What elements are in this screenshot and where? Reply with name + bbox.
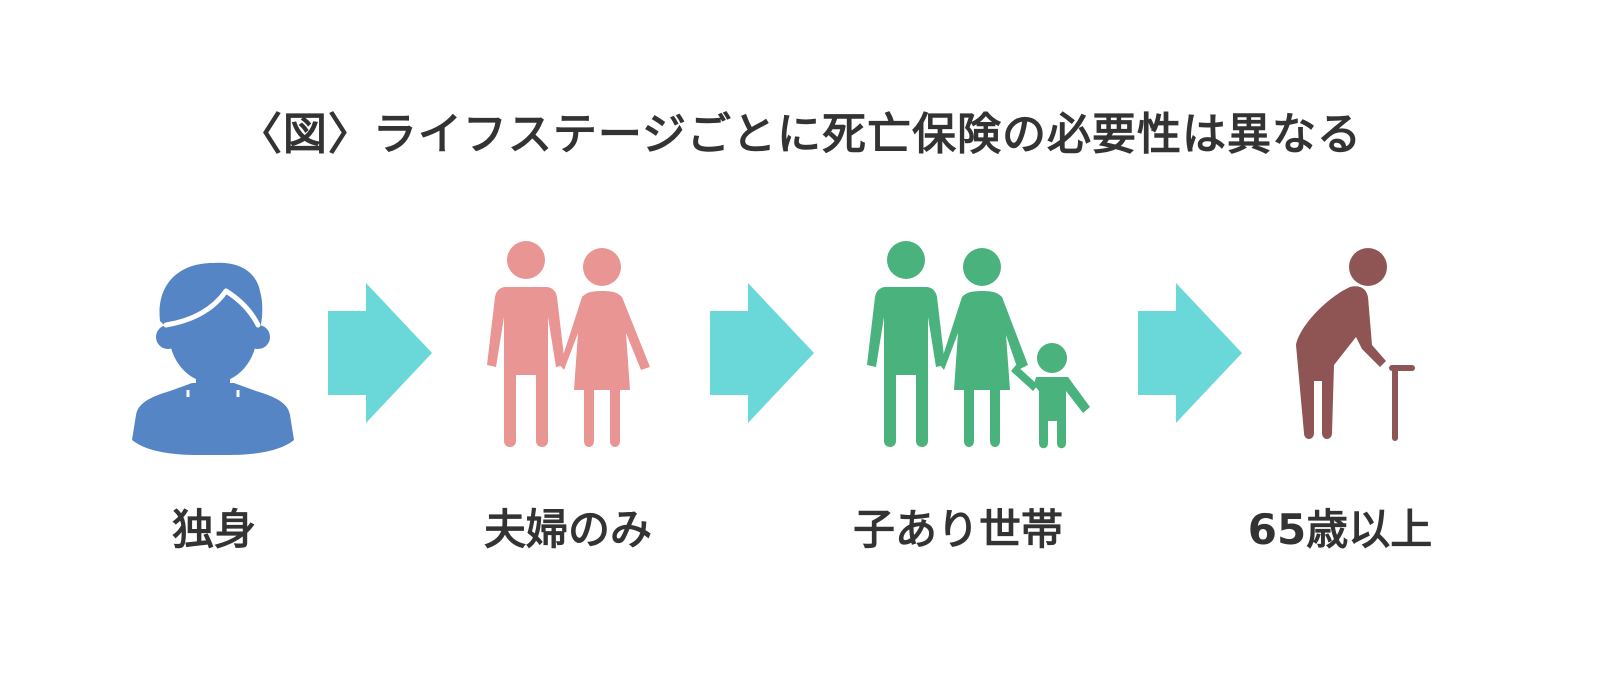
stage-family <box>858 225 1098 460</box>
diagram-title: 〈図〉ライフステージごとに死亡保険の必要性は異なる <box>237 109 1363 160</box>
elderly-person-with-cane-icon <box>1296 248 1415 441</box>
arrow-right-icon <box>710 283 815 423</box>
arrow-right-icon <box>328 283 433 423</box>
couple-icon <box>487 241 650 447</box>
arrow-right-icon <box>1138 283 1243 423</box>
stage-label-single: 独身 <box>171 505 256 554</box>
stage-single <box>128 225 298 460</box>
stage-label-elderly: 65歳以上 <box>1247 505 1433 554</box>
stage-couple <box>478 225 658 460</box>
stage-elderly <box>1288 225 1418 460</box>
family-with-child-icon <box>867 241 1090 449</box>
stage-label-couple: 夫婦のみ <box>483 505 652 554</box>
single-person-icon <box>132 262 294 455</box>
stage-label-family: 子あり世帯 <box>852 505 1063 554</box>
